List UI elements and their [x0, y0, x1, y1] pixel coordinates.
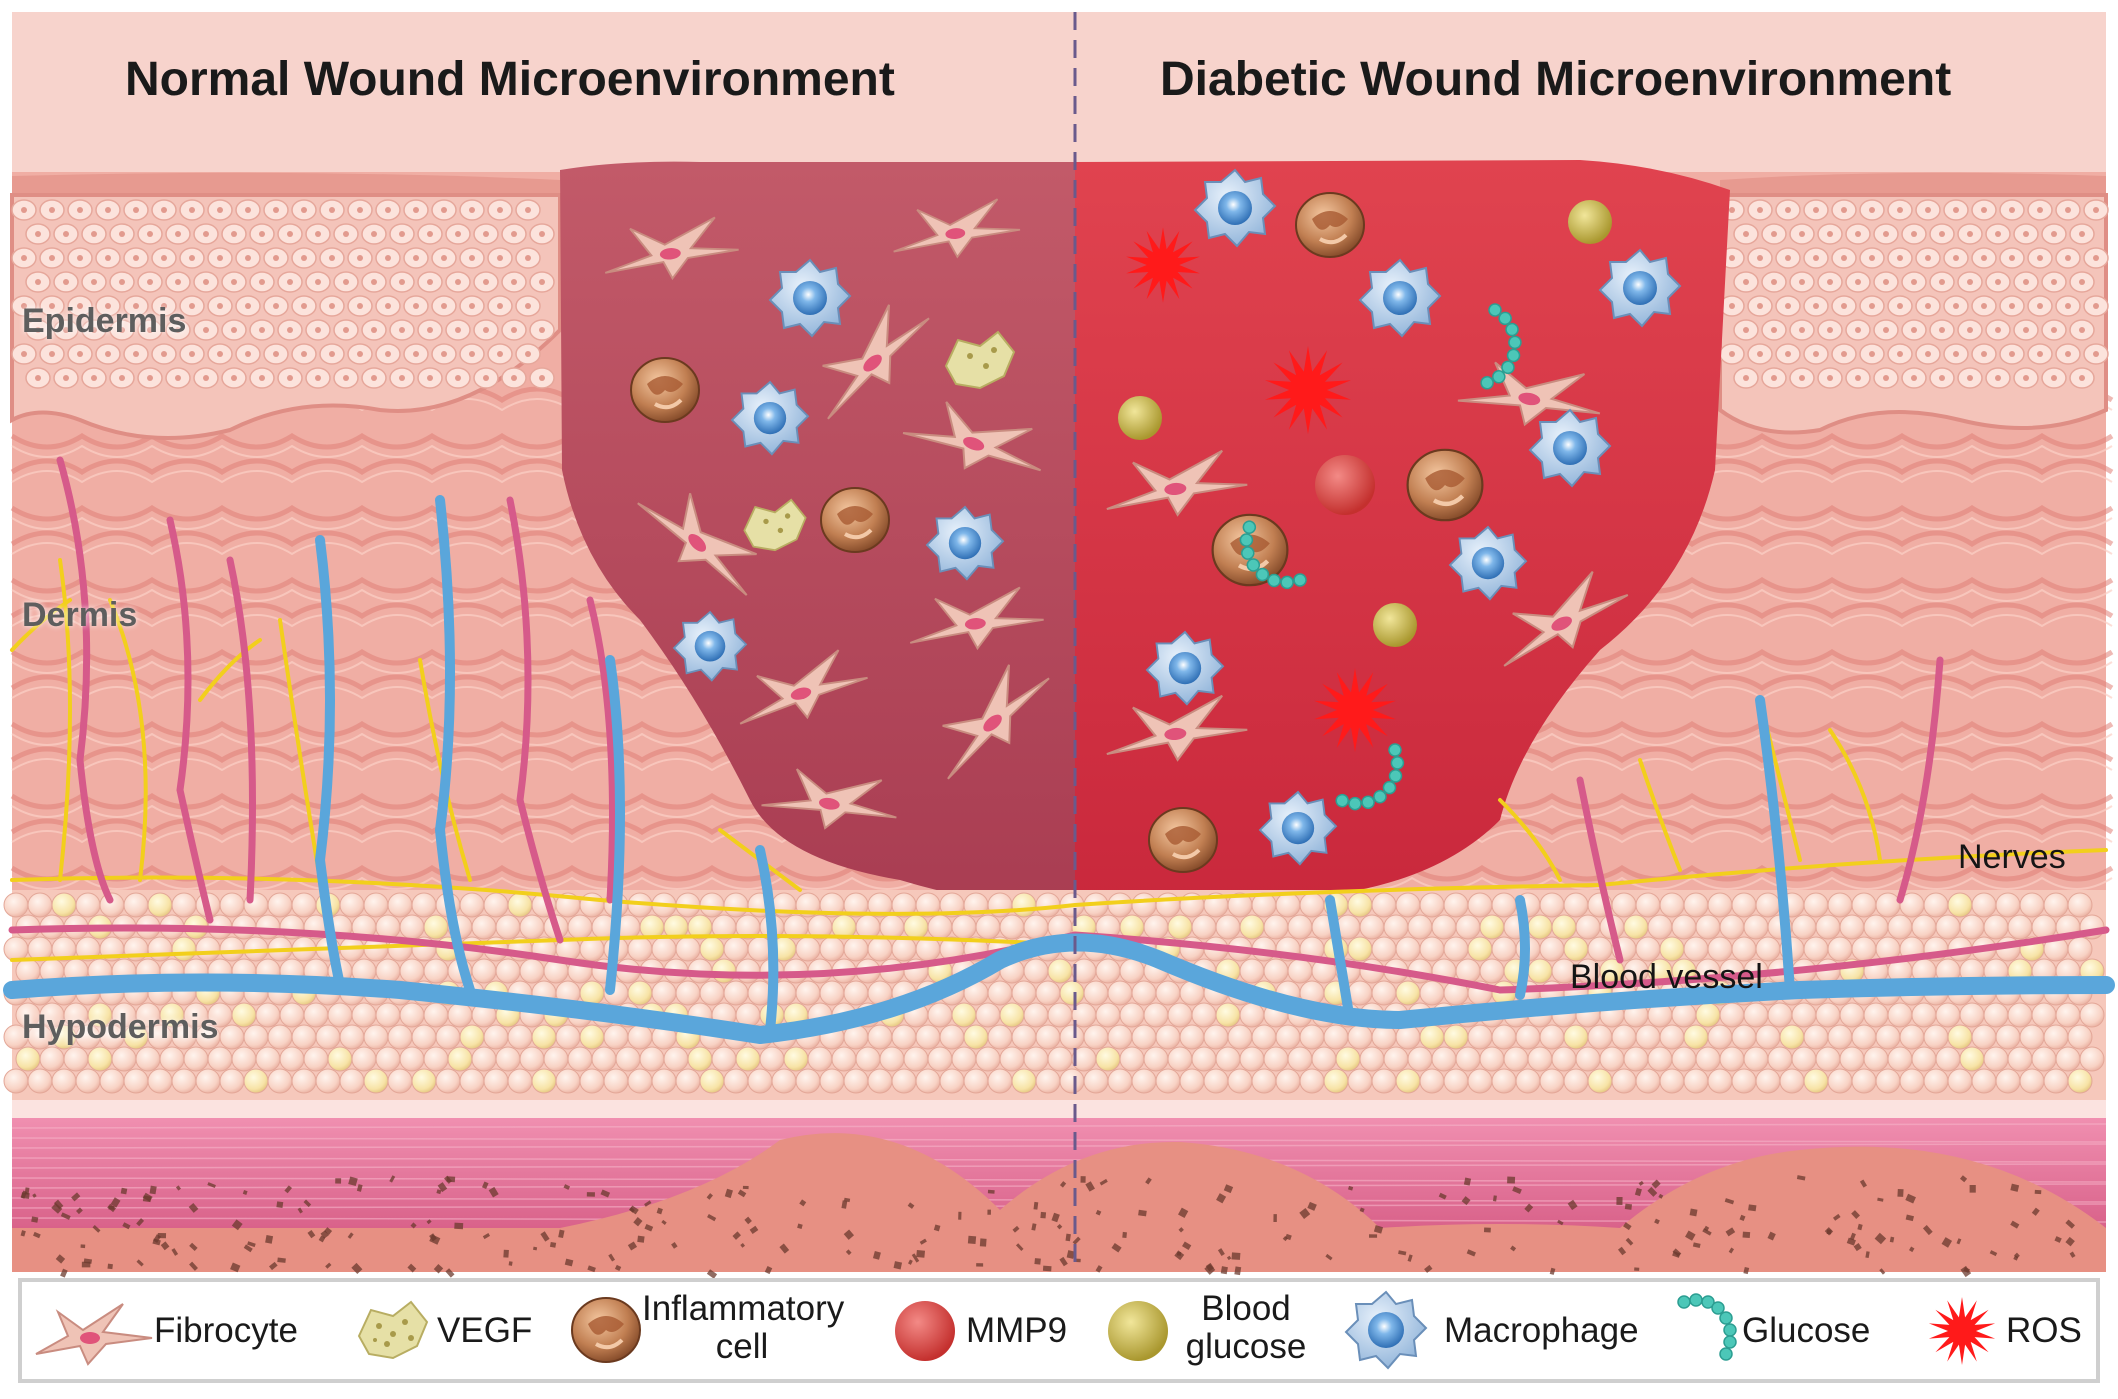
legend-item-ros: ROS — [1922, 1282, 2102, 1379]
blood-glucose-icon — [1108, 1301, 1168, 1361]
legend-item-blood-glucose: Blood glucose — [1097, 1282, 1337, 1379]
dermis-label: Dermis — [22, 596, 138, 634]
legend-item-mmp9: MMP9 — [884, 1282, 1104, 1379]
fibrocyte-icon — [35, 1303, 153, 1366]
legend-label-blood-glucose-line1: Blood — [1201, 1289, 1291, 1328]
diabetic-wound-bed — [1075, 160, 1730, 907]
mmp9-icon — [895, 1301, 955, 1361]
blood-vessels — [3, 495, 2115, 1044]
normal-wound-bed — [560, 161, 1075, 906]
legend-label-vegf: VEGF — [437, 1311, 533, 1350]
legend-label-macrophage: Macrophage — [1444, 1311, 1639, 1350]
legend-label-inflammatory-line1: Inflammatory — [642, 1289, 845, 1328]
legend-item-vegf: VEGF — [347, 1282, 557, 1379]
legend-label-blood-glucose-line2: glucose — [1185, 1327, 1307, 1366]
legend-label-mmp9: MMP9 — [966, 1311, 1068, 1350]
legend-item-fibrocyte: Fibrocyte — [22, 1282, 322, 1379]
legend-item-glucose: Glucose — [1670, 1282, 1910, 1379]
macrophage-icon — [1344, 1290, 1428, 1370]
ros-icon — [1928, 1297, 1996, 1365]
stratum-corneum-left — [12, 172, 560, 195]
glucose-icon — [1677, 1293, 1737, 1361]
legend-label-fibrocyte: Fibrocyte — [154, 1311, 298, 1350]
normal-wound-cells — [604, 198, 1050, 830]
normal-wound-title: Normal Wound Microenvironment — [125, 53, 895, 106]
legend-label-glucose: Glucose — [1742, 1311, 1871, 1350]
blood-vessel-label: Blood vessel — [1570, 958, 1763, 996]
nerves-label: Nerves — [1958, 838, 2066, 876]
title-band — [12, 12, 2106, 172]
epidermis-cells — [11, 199, 2109, 389]
diabetic-wound-title: Diabetic Wound Microenvironment — [1160, 53, 1952, 106]
epidermis-label: Epidermis — [22, 302, 187, 340]
legend: Fibrocyte VEGF Inflammatory cell MMP9 — [18, 1278, 2100, 1383]
stratum-corneum-right — [1720, 172, 2106, 195]
legend-label-ros: ROS — [2006, 1311, 2082, 1350]
bone-layer — [12, 1133, 2106, 1279]
vegf-icon — [357, 1300, 429, 1360]
legend-item-macrophage: Macrophage — [1340, 1282, 1680, 1379]
legend-item-inflammatory-cell: Inflammatory cell — [562, 1282, 882, 1379]
inflammatory-cell-icon — [571, 1297, 641, 1363]
diabetic-wound-cells — [1106, 168, 1682, 873]
hypodermis-label: Hypodermis — [22, 1008, 219, 1046]
legend-label-inflammatory-line2: cell — [715, 1327, 769, 1366]
fascia-layer — [12, 1100, 2106, 1118]
